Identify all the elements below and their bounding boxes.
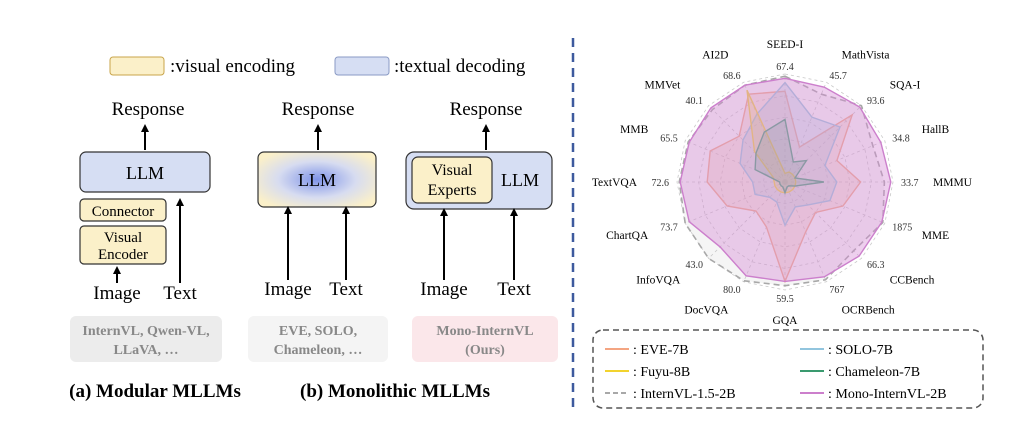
monolithic-llm-label: LLM xyxy=(298,170,336,190)
modular-llm-box xyxy=(79,151,211,193)
visual-encoding-legend: :visual encoding xyxy=(170,56,296,77)
visual-encoder-label-2: Encoder xyxy=(98,247,148,263)
visual-encoder-box xyxy=(79,225,167,265)
radar-axis-value: 65.5 xyxy=(660,134,678,145)
modular-image-label: Image xyxy=(93,283,140,304)
radar-axis-label: MMB xyxy=(620,124,648,136)
radar-grid-ring xyxy=(676,73,894,291)
radar-spoke xyxy=(743,181,786,282)
radar-chart: 67.4 SEED-I 45.7 MathVista 93.6 SQA-I 34.8 Hall… xyxy=(592,39,973,327)
radar-spoke xyxy=(685,140,786,183)
radar-legend-label: : Chameleon-7B xyxy=(828,365,920,380)
mono-internvl-text-label: Text xyxy=(497,279,531,300)
mono-internvl-examples-1: Mono-InternVL xyxy=(436,324,533,339)
radar-axis-value: 43.0 xyxy=(686,260,704,271)
radar-spoke xyxy=(784,140,885,183)
connector-box xyxy=(79,198,167,222)
radar-axis-value: 80.0 xyxy=(723,285,741,296)
radar-axis-label: MMVet xyxy=(645,79,682,91)
radar-axis-value: 33.7 xyxy=(901,178,919,189)
radar-spoke xyxy=(784,105,862,183)
radar-axis-label: MME xyxy=(922,230,949,242)
radar-legend-label: : Fuyu-8B xyxy=(633,365,690,380)
radar-legend-label: : SOLO-7B xyxy=(828,343,893,358)
radar-axis-value: 34.8 xyxy=(892,134,910,145)
monolithic-diagram: Response LLM Image Text EVE, SOLO, Chame… xyxy=(248,99,490,402)
radar-axis-value: 72.6 xyxy=(652,178,670,189)
radar-axis-value: 66.3 xyxy=(867,260,885,271)
radar-series-1 xyxy=(739,81,841,227)
textual-decoding-swatch xyxy=(334,56,390,76)
radar-axis-label: MMMU xyxy=(933,177,973,189)
radar-spoke xyxy=(708,181,786,259)
modular-llm-label: LLM xyxy=(126,163,164,183)
radar-spoke xyxy=(784,181,862,259)
radar-axis-value: 67.4 xyxy=(776,62,794,73)
radar-series-5 xyxy=(679,77,892,283)
radar-axis-value: 767 xyxy=(829,285,844,296)
radar-series-3 xyxy=(754,118,824,195)
mono-internvl-diagram: Response Visual Experts LLM Image Text M… xyxy=(405,99,558,362)
radar-axis-label: GQA xyxy=(773,315,799,327)
mono-internvl-llm-label: LLM xyxy=(501,170,539,190)
radar-spoke xyxy=(784,82,827,183)
modular-caption: (a) Modular MLLMs xyxy=(69,381,241,402)
radar-axis-label: TextVQA xyxy=(592,177,638,189)
visual-experts-label-2: Experts xyxy=(428,182,477,199)
radar-spoke xyxy=(685,181,786,224)
mono-internvl-examples-box xyxy=(412,316,558,362)
modular-examples-1: InternVL, Qwen-VL, xyxy=(82,324,209,339)
radar-legend-label: : EVE-7B xyxy=(633,343,689,358)
radar-axis-value: 1875 xyxy=(892,222,912,233)
radar-axis-label: SEED-I xyxy=(767,39,804,51)
radar-legend-label: : InternVL-1.5-2B xyxy=(633,387,736,402)
radar-axis-label: AI2D xyxy=(702,50,728,62)
radar-axis-value: 59.5 xyxy=(776,294,794,305)
radar-axis-label: ChartQA xyxy=(606,230,649,242)
radar-axis-label: HallB xyxy=(922,124,950,136)
monolithic-examples-box xyxy=(248,316,388,362)
modular-response-label: Response xyxy=(112,99,185,120)
monolithic-text-label: Text xyxy=(329,279,363,300)
visual-encoder-label-1: Visual xyxy=(104,230,142,246)
modular-text-label: Text xyxy=(163,283,197,304)
radar-series-4 xyxy=(678,75,886,287)
mono-internvl-image-label: Image xyxy=(420,279,467,300)
visual-encoding-swatch xyxy=(109,56,165,76)
radar-axis-label: MathVista xyxy=(842,50,890,62)
radar-legend-label: : Mono-InternVL-2B xyxy=(828,387,947,402)
monolithic-llm-box xyxy=(257,151,377,208)
radar-axis-label: CCBench xyxy=(890,275,935,287)
monolithic-examples-2: Chameleon, … xyxy=(274,343,363,358)
modular-examples-2: LLaVA, … xyxy=(113,343,178,358)
radar-spoke xyxy=(708,105,786,183)
radar-grid-ring xyxy=(762,159,808,205)
radar-axis-label: DocVQA xyxy=(684,305,729,317)
radar-axis-value: 68.6 xyxy=(723,71,741,82)
radar-axis-label: InfoVQA xyxy=(636,275,681,287)
textual-decoding-legend: :textual decoding xyxy=(394,56,526,77)
radar-legend: : EVE-7B : SOLO-7B : Fuyu-8B : Chameleon-7B… xyxy=(605,343,947,402)
modular-diagram: Response LLM Connector Visual Encoder Im… xyxy=(69,99,241,402)
radar-axis-value: 73.7 xyxy=(660,222,678,233)
radar-legend-box xyxy=(592,329,984,409)
visual-experts-box xyxy=(411,156,493,204)
monolithic-response-label: Response xyxy=(282,99,355,120)
visual-experts-label-1: Visual xyxy=(432,162,473,179)
radar-axis-label: OCRBench xyxy=(842,305,895,317)
mono-internvl-examples-2: (Ours) xyxy=(465,343,505,358)
radar-axis-value: 40.1 xyxy=(686,96,704,107)
mono-internvl-response-label: Response xyxy=(450,99,523,120)
radar-axis-value: 45.7 xyxy=(829,71,847,82)
radar-axis-value: 93.6 xyxy=(867,96,885,107)
radar-spoke xyxy=(784,181,885,224)
monolithic-caption: (b) Monolithic MLLMs xyxy=(300,381,490,402)
monolithic-image-label: Image xyxy=(264,279,311,300)
connector-label: Connector xyxy=(92,204,154,220)
monolithic-examples-1: EVE, SOLO, xyxy=(279,324,357,339)
radar-axis-label: SQA-I xyxy=(890,79,921,91)
modular-examples-box xyxy=(70,316,222,362)
